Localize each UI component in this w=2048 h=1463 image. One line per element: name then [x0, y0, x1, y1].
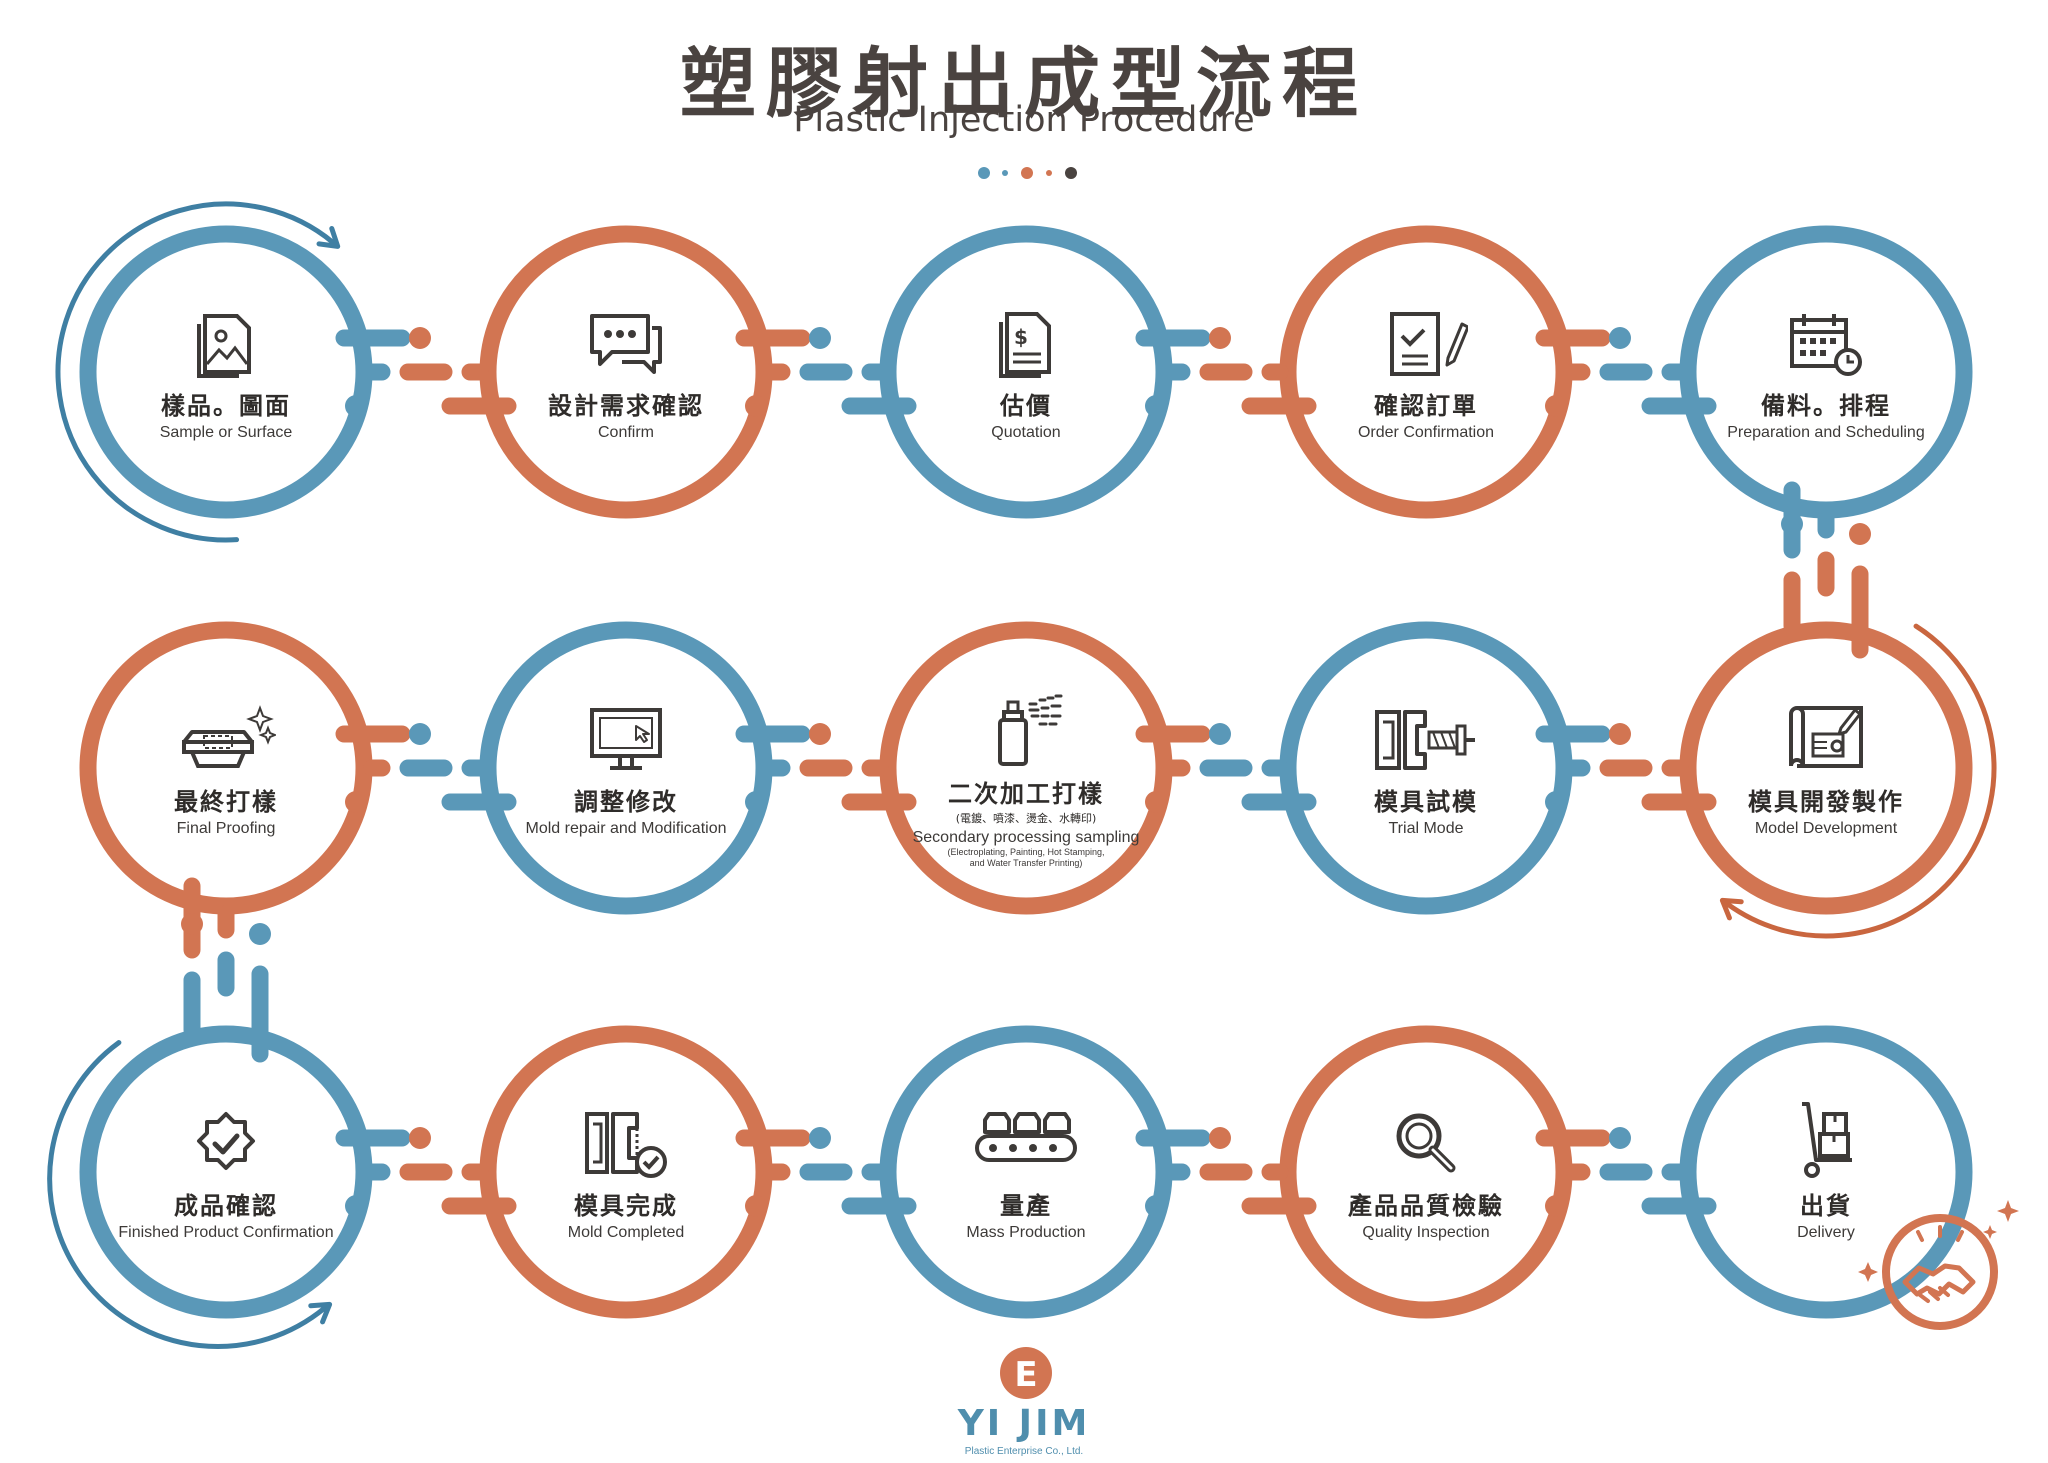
step-preparation-and-scheduling: 備料。排程 Preparation and Scheduling	[1691, 308, 1961, 442]
step-connectors	[181, 327, 1871, 1217]
flow-arrow	[55, 201, 341, 543]
step-sublabel-zh: (電鍍、噴漆、燙金、水轉印)	[955, 812, 1097, 825]
magnifier-icon	[1396, 1113, 1456, 1173]
step-label-en: Order Confirmation	[1357, 424, 1495, 441]
step-label-zh: 二次加工打樣	[948, 780, 1104, 808]
step-sublabel-en-line-2: and Water Transfer Printing)	[969, 858, 1083, 868]
horizontal-connector	[1535, 1127, 1717, 1217]
page-subtitle: Plastic Injection Procedure	[793, 100, 1255, 140]
step-model-development: 模具開發製作 Model Development	[1691, 704, 1961, 838]
calendar-clock-icon	[1790, 314, 1862, 376]
step-delivery: 出貨 Delivery	[1691, 1098, 1961, 1242]
step-label-zh: 備料。排程	[1761, 392, 1891, 420]
step-label-en: Quality Inspection	[1362, 1224, 1490, 1241]
chat-bubble-icon	[590, 314, 662, 374]
svg-text:$: $	[1014, 325, 1028, 349]
title-dots	[978, 167, 1077, 179]
step-sample-or-surface: 樣品。圖面 Sample or Surface	[91, 308, 361, 442]
step-label-en: Finished Product Confirmation	[118, 1224, 334, 1241]
horizontal-connector	[1135, 1127, 1317, 1217]
step-sublabel-en-line-1: (Electroplating, Painting, Hot Stamping,	[947, 847, 1105, 857]
horizontal-connector	[1535, 327, 1717, 417]
horizontal-connector	[335, 1127, 517, 1217]
step-order-confirmation: 確認訂單 Order Confirmation	[1291, 308, 1561, 442]
step-label-zh: 估價	[1000, 392, 1052, 420]
horizontal-connector	[335, 723, 517, 813]
company-name: YI JIM	[957, 1403, 1091, 1444]
step-label-en: Final Proofing	[176, 820, 276, 837]
company-subtitle: Plastic Enterprise Co., Ltd.	[964, 1446, 1084, 1457]
checklist-pen-icon	[1390, 312, 1468, 376]
handshake-badge-icon	[1858, 1200, 2019, 1330]
flow-arrows	[47, 201, 1997, 1349]
step-label-zh: 成品確認	[174, 1192, 278, 1220]
step-label-zh: 模具試模	[1374, 788, 1478, 816]
vertical-connector	[1781, 481, 1871, 659]
verified-badge-icon	[197, 1112, 255, 1170]
step-trial-mode: 模具試模 Trial Mode	[1291, 704, 1561, 838]
horizontal-connector	[735, 1127, 917, 1217]
step-label-en: Trial Mode	[1388, 820, 1464, 837]
step-label-zh: 最終打樣	[174, 788, 278, 816]
step-label-zh: 確認訂單	[1374, 392, 1478, 420]
step-label-en: Mold repair and Modification	[525, 820, 727, 837]
horizontal-connector	[1135, 723, 1317, 813]
step-final-proofing: 最終打樣 Final Proofing	[91, 704, 361, 838]
step-label-en: Mold Completed	[567, 1224, 685, 1241]
step-label-en: Quotation	[991, 424, 1061, 441]
mold-clamp-icon	[1375, 710, 1475, 770]
step-label-zh: 出貨	[1800, 1192, 1852, 1220]
step-quotation: $ 估價 Quotation	[891, 308, 1161, 442]
step-label-zh: 模具開發製作	[1748, 788, 1904, 816]
step-label-en: Secondary processing sampling	[912, 829, 1140, 846]
blueprint-icon	[1789, 706, 1863, 768]
step-label-zh: 樣品。圖面	[161, 392, 291, 420]
step-label-en: Mass Production	[966, 1224, 1086, 1241]
step-label-en: Preparation and Scheduling	[1727, 424, 1925, 441]
step-label-en: Model Development	[1754, 820, 1898, 837]
step-confirm: 設計需求確認 Confirm	[491, 308, 761, 442]
page-title: 塑膠射出成型流程	[680, 39, 1368, 128]
step-label-zh: 模具完成	[574, 1192, 678, 1220]
mold-check-icon	[585, 1112, 667, 1178]
vertical-connector	[181, 877, 271, 1063]
logo-letter: E	[1014, 1355, 1037, 1395]
step-mass-production: 量產 Mass Production	[891, 1108, 1161, 1242]
horizontal-connector	[735, 327, 917, 417]
monitor-cursor-icon	[590, 708, 662, 770]
step-secondary-processing-sampling: 二次加工打樣 (電鍍、噴漆、燙金、水轉印) Secondary processi…	[891, 694, 1161, 869]
step-mold-repair-and-modification: 調整修改 Mold repair and Modification	[491, 704, 761, 838]
horizontal-connector	[335, 327, 517, 417]
image-file-icon	[197, 314, 251, 378]
price-document-icon: $	[999, 312, 1051, 378]
step-label-zh: 調整修改	[574, 788, 678, 816]
step-mold-completed: 模具完成 Mold Completed	[491, 1108, 761, 1242]
company-logo-mark: E	[1000, 1347, 1052, 1399]
flow-arrow	[47, 1040, 333, 1349]
step-quality-inspection: 產品品質檢驗 Quality Inspection	[1291, 1108, 1561, 1242]
flow-arrow	[1719, 623, 1997, 939]
hand-truck-icon	[1802, 1102, 1852, 1178]
conveyor-icon	[975, 1112, 1077, 1162]
step-label-zh: 設計需求確認	[548, 392, 704, 420]
step-finished-product-confirmation: 成品確認 Finished Product Confirmation	[91, 1108, 361, 1242]
step-label-en: Sample or Surface	[159, 424, 293, 441]
sparkle-part-icon	[182, 705, 276, 768]
step-label-zh: 量產	[1000, 1192, 1052, 1220]
step-label-en: Delivery	[1797, 1224, 1855, 1241]
horizontal-connector	[1535, 723, 1717, 813]
step-label-en: Confirm	[597, 424, 654, 441]
horizontal-connector	[1135, 327, 1317, 417]
step-label-zh: 產品品質檢驗	[1348, 1192, 1504, 1220]
horizontal-connector	[735, 723, 917, 813]
spray-can-icon	[998, 694, 1063, 766]
